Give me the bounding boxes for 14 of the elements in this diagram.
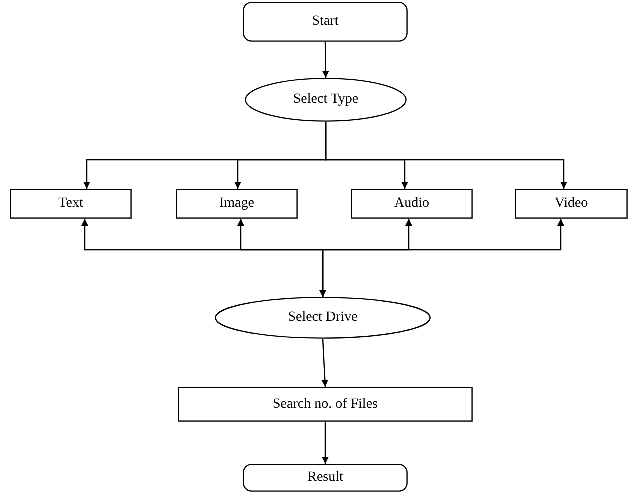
arrow (322, 42, 330, 78)
node-label: Search no. of Files (273, 396, 378, 412)
arrow (325, 122, 568, 189)
node-label: Text (58, 196, 84, 212)
node-label: Audio (394, 196, 430, 212)
node-label: Image (220, 196, 254, 212)
arrow (320, 219, 564, 297)
node-label: Start (312, 14, 339, 30)
node-label: Select Drive (288, 310, 358, 326)
node-label: Video (554, 196, 588, 212)
node-label: Select Type (293, 92, 359, 108)
node-label: Result (308, 470, 344, 486)
arrow (322, 338, 329, 388)
arrow (322, 422, 329, 464)
